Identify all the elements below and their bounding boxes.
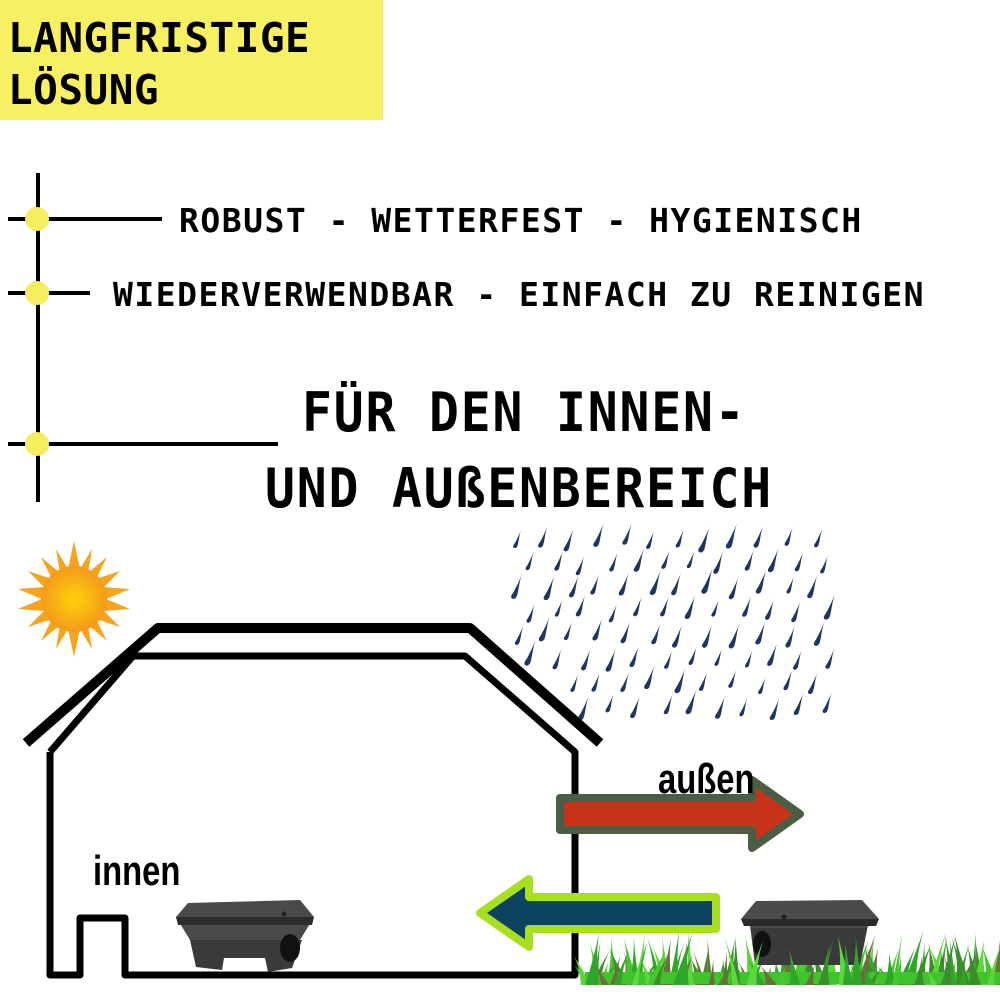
- headline-line-2: UND AUßENBEREICH: [265, 457, 773, 520]
- outside-label: außen: [658, 755, 755, 802]
- bait-station-inside: [176, 900, 314, 972]
- house-outline: [22, 623, 604, 979]
- bait-station-outside: [741, 900, 879, 965]
- feature-1: ROBUST - WETTERFEST - HYGIENISCH: [179, 201, 863, 240]
- inside-label: innen: [93, 847, 181, 894]
- arrow-right-icon: [556, 776, 804, 852]
- sun-icon: [18, 541, 130, 657]
- headline-line-1: FÜR DEN INNEN-: [302, 381, 747, 444]
- rain-icon: [511, 522, 836, 721]
- title-banner: [0, 0, 383, 120]
- timeline-bullets: [25, 207, 49, 456]
- arrow-left-icon: [476, 875, 720, 951]
- grass-front: [585, 931, 1000, 985]
- title-line-1: LANGFRISTIGE: [8, 14, 311, 62]
- feature-2: WIEDERVERWENDBAR - EINFACH ZU REINIGEN: [113, 275, 925, 314]
- title-line-2: LÖSUNG: [8, 66, 160, 114]
